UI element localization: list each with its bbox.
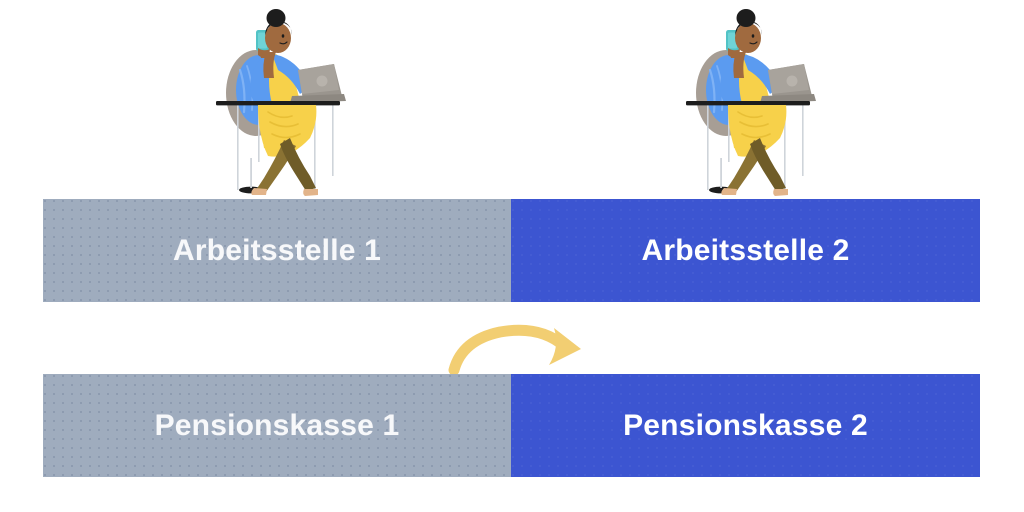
- bar-pensionskasse-2[interactable]: Pensionskasse 2: [511, 374, 980, 477]
- bar-pensionskasse-1[interactable]: Pensionskasse 1: [43, 374, 511, 477]
- bar-label-pensionskasse-2: Pensionskasse 2: [623, 408, 868, 442]
- person-at-desk-illustration-2: [676, 8, 816, 200]
- employment-row: Arbeitsstelle 1 Arbeitsstelle 2: [43, 199, 980, 302]
- bar-label-arbeitsstelle-1: Arbeitsstelle 1: [172, 233, 382, 267]
- bar-label-arbeitsstelle-2: Arbeitsstelle 2: [641, 233, 850, 267]
- bar-label-pensionskasse-1: Pensionskasse 1: [154, 408, 400, 442]
- pension-fund-row: Pensionskasse 1 Pensionskasse 2: [43, 374, 980, 477]
- person-at-desk-illustration-1: [206, 8, 346, 200]
- bar-arbeitsstelle-1[interactable]: Arbeitsstelle 1: [43, 199, 511, 302]
- transfer-arrow: [448, 320, 608, 376]
- bar-arbeitsstelle-2[interactable]: Arbeitsstelle 2: [511, 199, 980, 302]
